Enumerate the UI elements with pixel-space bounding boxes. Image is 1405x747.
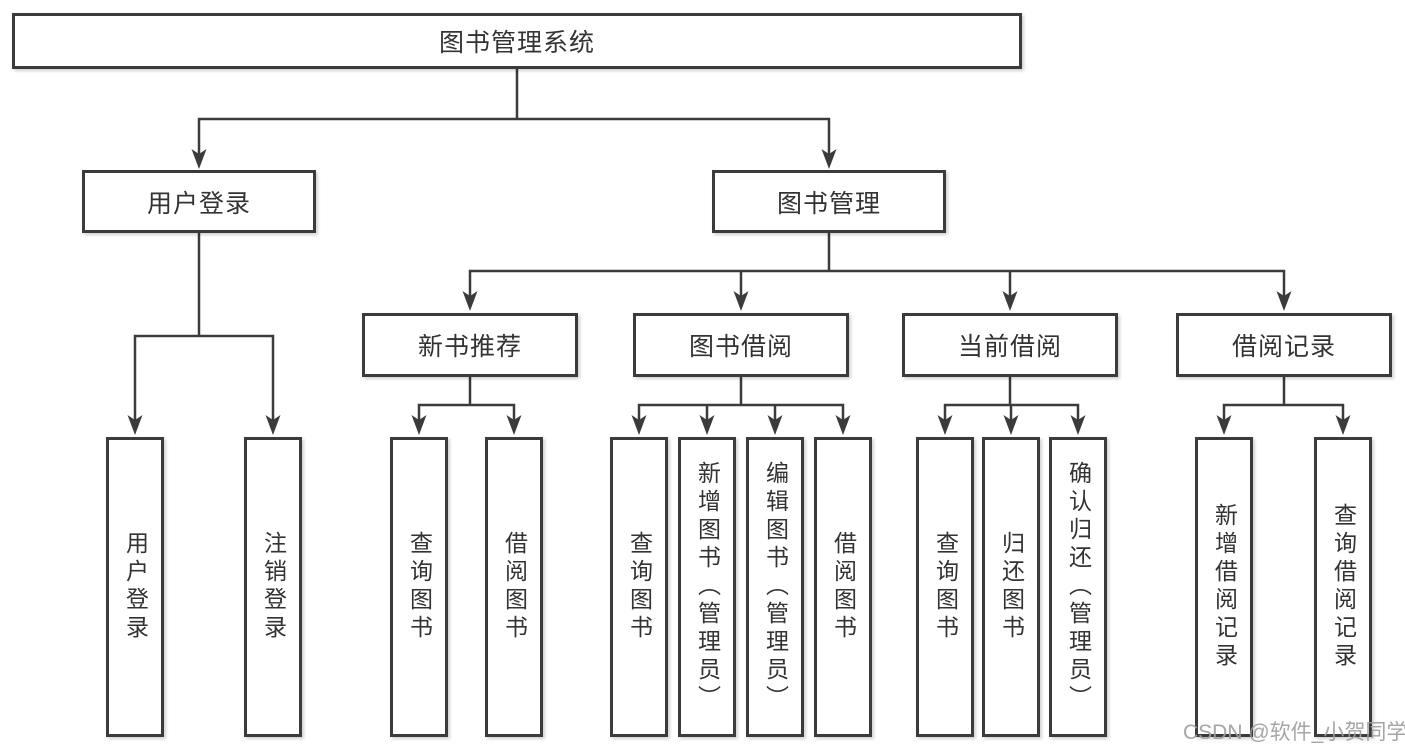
leaf-borrow-books-recommend: 借阅图书 — [485, 437, 543, 737]
leaf-edit-books-admin: 编辑图书（管理员） — [746, 437, 804, 737]
leaf-label: 用户登录 — [122, 531, 149, 643]
leaf-user-login: 用户登录 — [106, 437, 164, 737]
leaf-label: 编辑图书（管理员） — [762, 461, 789, 713]
leaf-label: 查询图书 — [406, 531, 433, 643]
node-label: 图书借阅 — [688, 333, 793, 361]
leaf-label: 查询图书 — [626, 531, 653, 643]
leaf-label: 查询借阅记录 — [1330, 503, 1357, 671]
leaf-label: 新增图书（管理员） — [694, 461, 721, 713]
leaf-query-books-borrow: 查询图书 — [610, 437, 668, 737]
leaf-label: 借阅图书 — [501, 531, 528, 643]
node-label: 新书推荐 — [417, 333, 522, 361]
leaf-add-books-admin: 新增图书（管理员） — [678, 437, 736, 737]
node-label: 借阅记录 — [1231, 333, 1336, 361]
leaf-label: 归还图书 — [998, 531, 1025, 643]
node-new-book-recommend: 新书推荐 — [362, 313, 578, 377]
leaf-query-books-current: 查询图书 — [916, 437, 974, 737]
leaf-logout: 注销登录 — [244, 437, 302, 737]
node-borrow-records: 借阅记录 — [1176, 313, 1392, 377]
node-library-management-system: 图书管理系统 — [12, 13, 1022, 69]
node-user-login: 用户登录 — [82, 170, 316, 233]
leaf-label: 注销登录 — [260, 531, 287, 643]
leaf-label: 确认归还（管理员） — [1065, 461, 1092, 713]
node-label: 用户登录 — [146, 189, 251, 218]
leaf-return-books: 归还图书 — [982, 437, 1040, 737]
leaf-confirm-return-admin: 确认归还（管理员） — [1049, 437, 1107, 737]
leaf-label: 查询图书 — [932, 531, 959, 643]
csdn-watermark: CSDN @软件_小贺同学 — [1183, 721, 1405, 744]
node-current-borrow: 当前借阅 — [902, 313, 1118, 377]
leaf-query-borrow-record: 查询借阅记录 — [1314, 437, 1372, 737]
leaf-label: 新增借阅记录 — [1211, 503, 1238, 671]
node-book-borrow: 图书借阅 — [633, 313, 849, 377]
node-label: 当前借阅 — [957, 333, 1062, 361]
leaf-query-books-recommend: 查询图书 — [390, 437, 448, 737]
node-book-management: 图书管理 — [712, 170, 946, 233]
leaf-label: 借阅图书 — [830, 531, 857, 643]
node-label: 图书管理系统 — [438, 29, 595, 57]
node-label: 图书管理 — [776, 189, 881, 218]
leaf-borrow-books: 借阅图书 — [814, 437, 872, 737]
leaf-add-borrow-record: 新增借阅记录 — [1195, 437, 1253, 737]
